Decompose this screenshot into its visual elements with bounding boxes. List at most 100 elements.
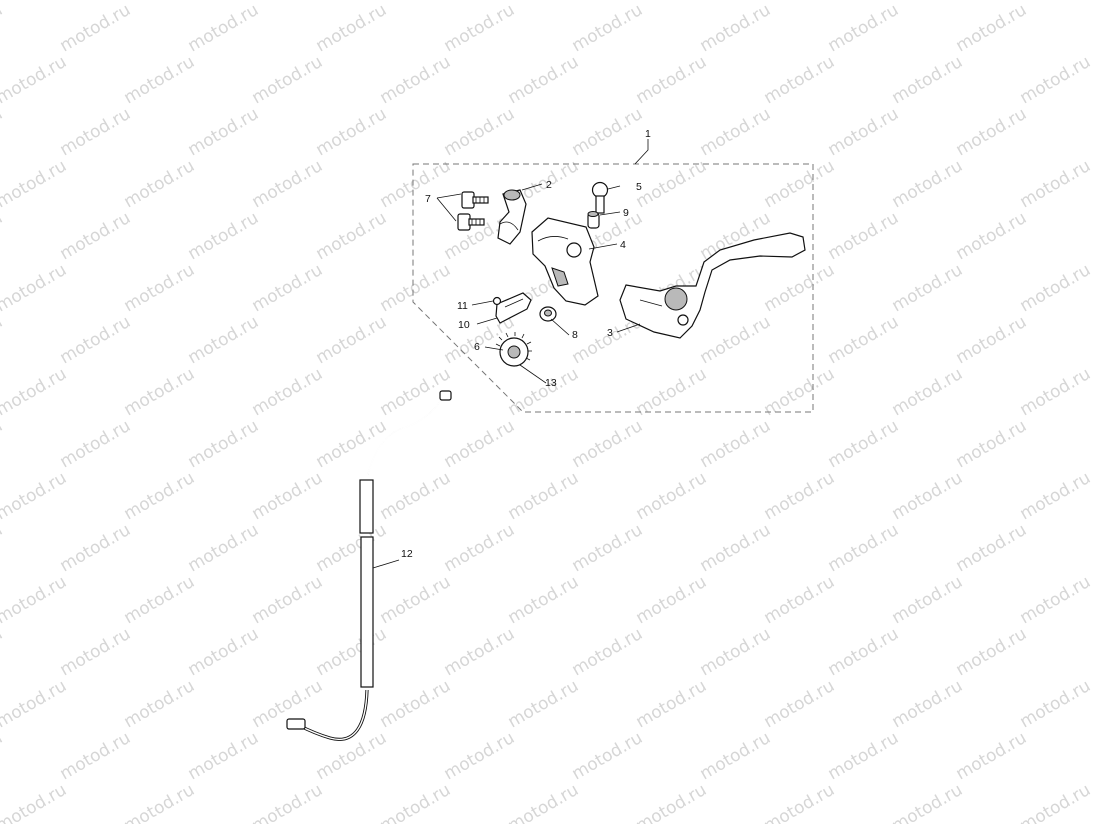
bolt-lower: [457, 213, 485, 231]
watermark-text: motod.ru: [57, 624, 135, 680]
watermark-text: motod.ru: [761, 156, 839, 212]
watermark-text: motod.ru: [441, 728, 519, 784]
watermark-text: motod.ru: [0, 520, 6, 576]
callout-3: 3: [607, 327, 613, 339]
watermark-text: motod.ru: [185, 104, 263, 160]
watermark-text: motod.ru: [377, 676, 455, 732]
screw: [492, 296, 502, 306]
callout-5: 5: [636, 181, 642, 193]
watermark-text: motod.ru: [825, 104, 903, 160]
watermark-text: motod.ru: [825, 208, 903, 264]
watermark-text: motod.ru: [121, 0, 199, 4]
watermark-text: motod.ru: [313, 312, 391, 368]
watermark-text: motod.ru: [1017, 156, 1095, 212]
watermark-text: motod.ru: [185, 520, 263, 576]
watermark-text: motod.ru: [441, 416, 519, 472]
watermark-text: motod.ru: [57, 728, 135, 784]
watermark-text: motod.ru: [121, 468, 199, 524]
watermark-text: motod.ru: [889, 364, 967, 420]
watermark-text: motod.ru: [57, 520, 135, 576]
watermark-text: motod.ru: [889, 676, 967, 732]
watermark-text: motod.ru: [249, 260, 327, 316]
watermark-text: motod.ru: [889, 52, 967, 108]
watermark-text: motod.ru: [313, 0, 391, 56]
watermark-text: motod.ru: [249, 780, 327, 824]
clip: [495, 292, 532, 324]
watermark-text: motod.ru: [313, 624, 391, 680]
callout-2: 2: [546, 179, 552, 191]
watermark-text: motod.ru: [377, 780, 455, 824]
watermark-text: motod.ru: [697, 728, 775, 784]
callout-7: 7: [425, 193, 431, 205]
watermark-text: motod.ru: [697, 520, 775, 576]
watermark-text: motod.ru: [825, 728, 903, 784]
watermark-text: motod.ru: [953, 104, 1031, 160]
watermark-text: motod.ru: [889, 780, 967, 824]
watermark-text: motod.ru: [185, 728, 263, 784]
watermark-text: motod.ru: [185, 416, 263, 472]
watermark-text: motod.ru: [1017, 780, 1095, 824]
watermark-text: motod.ru: [441, 0, 519, 56]
watermark-text: motod.ru: [505, 780, 583, 824]
watermark-text: motod.ru: [313, 520, 391, 576]
watermark-text: motod.ru: [569, 728, 647, 784]
watermark-text: motod.ru: [313, 416, 391, 472]
watermark-text: motod.ru: [889, 572, 967, 628]
watermark-text: motod.ru: [825, 416, 903, 472]
watermark-text: motod.ru: [57, 208, 135, 264]
watermark-text: motod.ru: [185, 312, 263, 368]
watermark-text: motod.ru: [569, 624, 647, 680]
adjuster-wheel: [495, 332, 532, 367]
watermark-text: motod.ru: [953, 416, 1031, 472]
watermark-text: motod.ru: [121, 780, 199, 824]
watermark-text: motod.ru: [57, 416, 135, 472]
watermark-text: motod.ru: [57, 104, 135, 160]
watermark-text: motod.ru: [633, 676, 711, 732]
watermark-text: motod.ru: [121, 156, 199, 212]
watermark-text: motod.ru: [1017, 676, 1095, 732]
watermark-text: motod.ru: [377, 468, 455, 524]
watermark-text: motod.ru: [1017, 572, 1095, 628]
watermark-text: motod.ru: [889, 0, 967, 4]
watermark-text: motod.ru: [889, 156, 967, 212]
watermark-text: motod.ru: [825, 0, 903, 56]
watermark-text: motod.ru: [0, 104, 6, 160]
watermark-text: motod.ru: [313, 208, 391, 264]
callout-10: 10: [458, 319, 470, 331]
watermark-text: motod.ru: [953, 208, 1031, 264]
pivot-pin: [591, 181, 609, 214]
watermark-text: motod.ru: [0, 780, 70, 824]
watermark-text: motod.ru: [697, 624, 775, 680]
watermark-text: motod.ru: [505, 52, 583, 108]
assembly-boundary: [412, 163, 814, 413]
watermark-text: motod.ru: [377, 572, 455, 628]
watermark-text: motod.ru: [0, 208, 6, 264]
watermark-text: motod.ru: [0, 728, 6, 784]
watermark-text: motod.ru: [121, 676, 199, 732]
watermark-text: motod.ru: [761, 676, 839, 732]
watermark-text: motod.ru: [57, 312, 135, 368]
watermark-text: motod.ru: [0, 312, 6, 368]
watermark-text: motod.ru: [761, 780, 839, 824]
callout-8: 8: [572, 329, 578, 341]
watermark-text: motod.ru: [953, 624, 1031, 680]
watermark-text: motod.ru: [1017, 468, 1095, 524]
watermark-text: motod.ru: [0, 156, 70, 212]
watermark-text: motod.ru: [121, 364, 199, 420]
callout-1: 1: [645, 128, 651, 140]
watermark-text: motod.ru: [0, 572, 70, 628]
watermark-text: motod.ru: [633, 780, 711, 824]
adjuster: [587, 211, 600, 229]
watermark-text: motod.ru: [825, 520, 903, 576]
watermark-text: motod.ru: [825, 312, 903, 368]
watermark-text: motod.ru: [633, 0, 711, 4]
watermark-text: motod.ru: [569, 0, 647, 56]
watermark-text: motod.ru: [0, 416, 6, 472]
watermark-text: motod.ru: [761, 0, 839, 4]
watermark-text: motod.ru: [825, 624, 903, 680]
clutch-cable: [286, 390, 452, 741]
watermark-text: motod.ru: [441, 624, 519, 680]
callout-4: 4: [620, 239, 626, 251]
watermark-text: motod.ru: [0, 260, 70, 316]
